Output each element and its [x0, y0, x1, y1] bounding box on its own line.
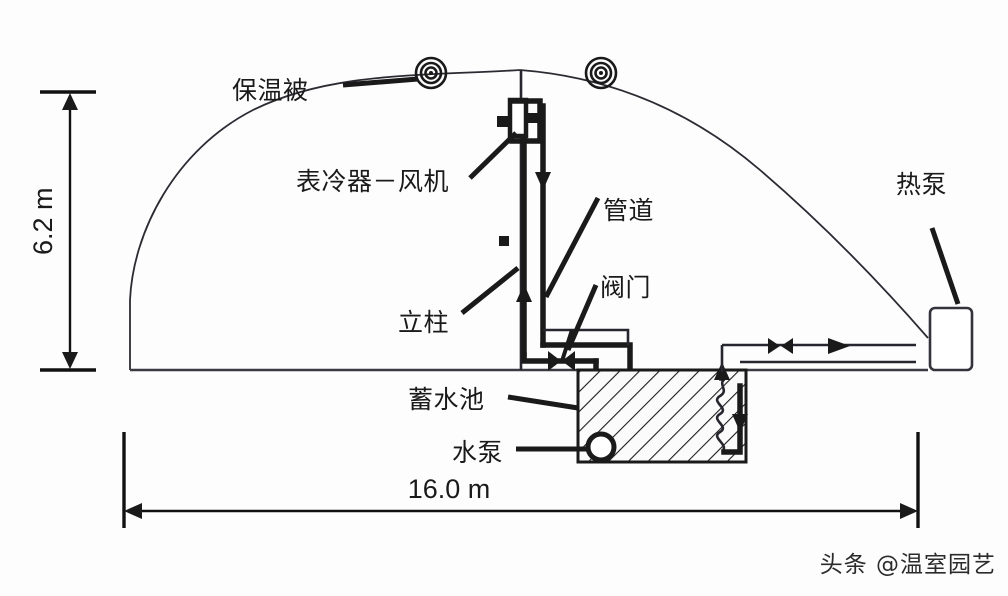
riser-pipes: [516, 103, 551, 358]
width-dimension-label: 16.0 m: [408, 474, 491, 504]
pipe-to-valve: [521, 352, 599, 364]
flow-arrow-down-riser: [535, 172, 551, 190]
column-bracket-lower: [499, 236, 509, 246]
blanket-roller-right: [584, 56, 618, 90]
flow-arrow-heat-pump: [828, 338, 850, 354]
label-water-tank: 蓄水池: [408, 386, 485, 414]
leader-fan-coil: [468, 131, 518, 180]
coil-spiral: [715, 376, 727, 453]
label-water-pump: 水泵: [452, 439, 503, 467]
height-arrow-bottom: [62, 352, 78, 369]
watermark-text: 头条 @温室园艺: [820, 552, 996, 578]
height-dimension-label: 6.2 m: [28, 187, 58, 255]
heat-pump-circuit: [720, 306, 974, 372]
width-dimension: 16.0 m: [122, 432, 920, 528]
heat-pump-unit: [928, 306, 974, 372]
label-pipe: 管道: [603, 197, 654, 225]
label-surface-cooler-fan: 表冷器－风机: [296, 168, 449, 196]
coil-return-riser: [721, 383, 743, 455]
leader-pipe: [543, 196, 601, 299]
leader-column: [460, 266, 520, 315]
height-dimension: 6.2 m: [28, 90, 96, 372]
flow-arrow-up-riser: [516, 284, 532, 302]
water-pump-impeller: [585, 431, 617, 463]
greenhouse-arch-outline: [129, 69, 521, 370]
leader-thermal-blanket: [342, 76, 419, 88]
leader-lines: [342, 76, 961, 452]
label-thermal-blanket: 保温被: [232, 77, 309, 105]
fan-coil-side-nub: [526, 113, 540, 123]
label-heat-pump: 热泵: [896, 171, 947, 199]
label-column: 立柱: [398, 309, 449, 337]
width-arrow-left: [124, 503, 142, 519]
flow-arrow-coil-down: [732, 414, 748, 432]
width-arrow-right: [900, 503, 918, 519]
leader-valve: [565, 284, 599, 351]
leader-water-tank: [507, 394, 579, 411]
valve-heat-pump: [768, 338, 793, 354]
greenhouse-arch-right-outline: [519, 69, 929, 339]
column-bracket-upper: [497, 116, 508, 127]
valve-tank: [548, 329, 575, 371]
height-arrow-top: [62, 93, 78, 110]
blanket-roller-left: [414, 56, 448, 90]
label-valve: 阀门: [600, 274, 651, 302]
water-storage-tank: [576, 368, 748, 464]
leader-heat-pump: [929, 227, 961, 305]
